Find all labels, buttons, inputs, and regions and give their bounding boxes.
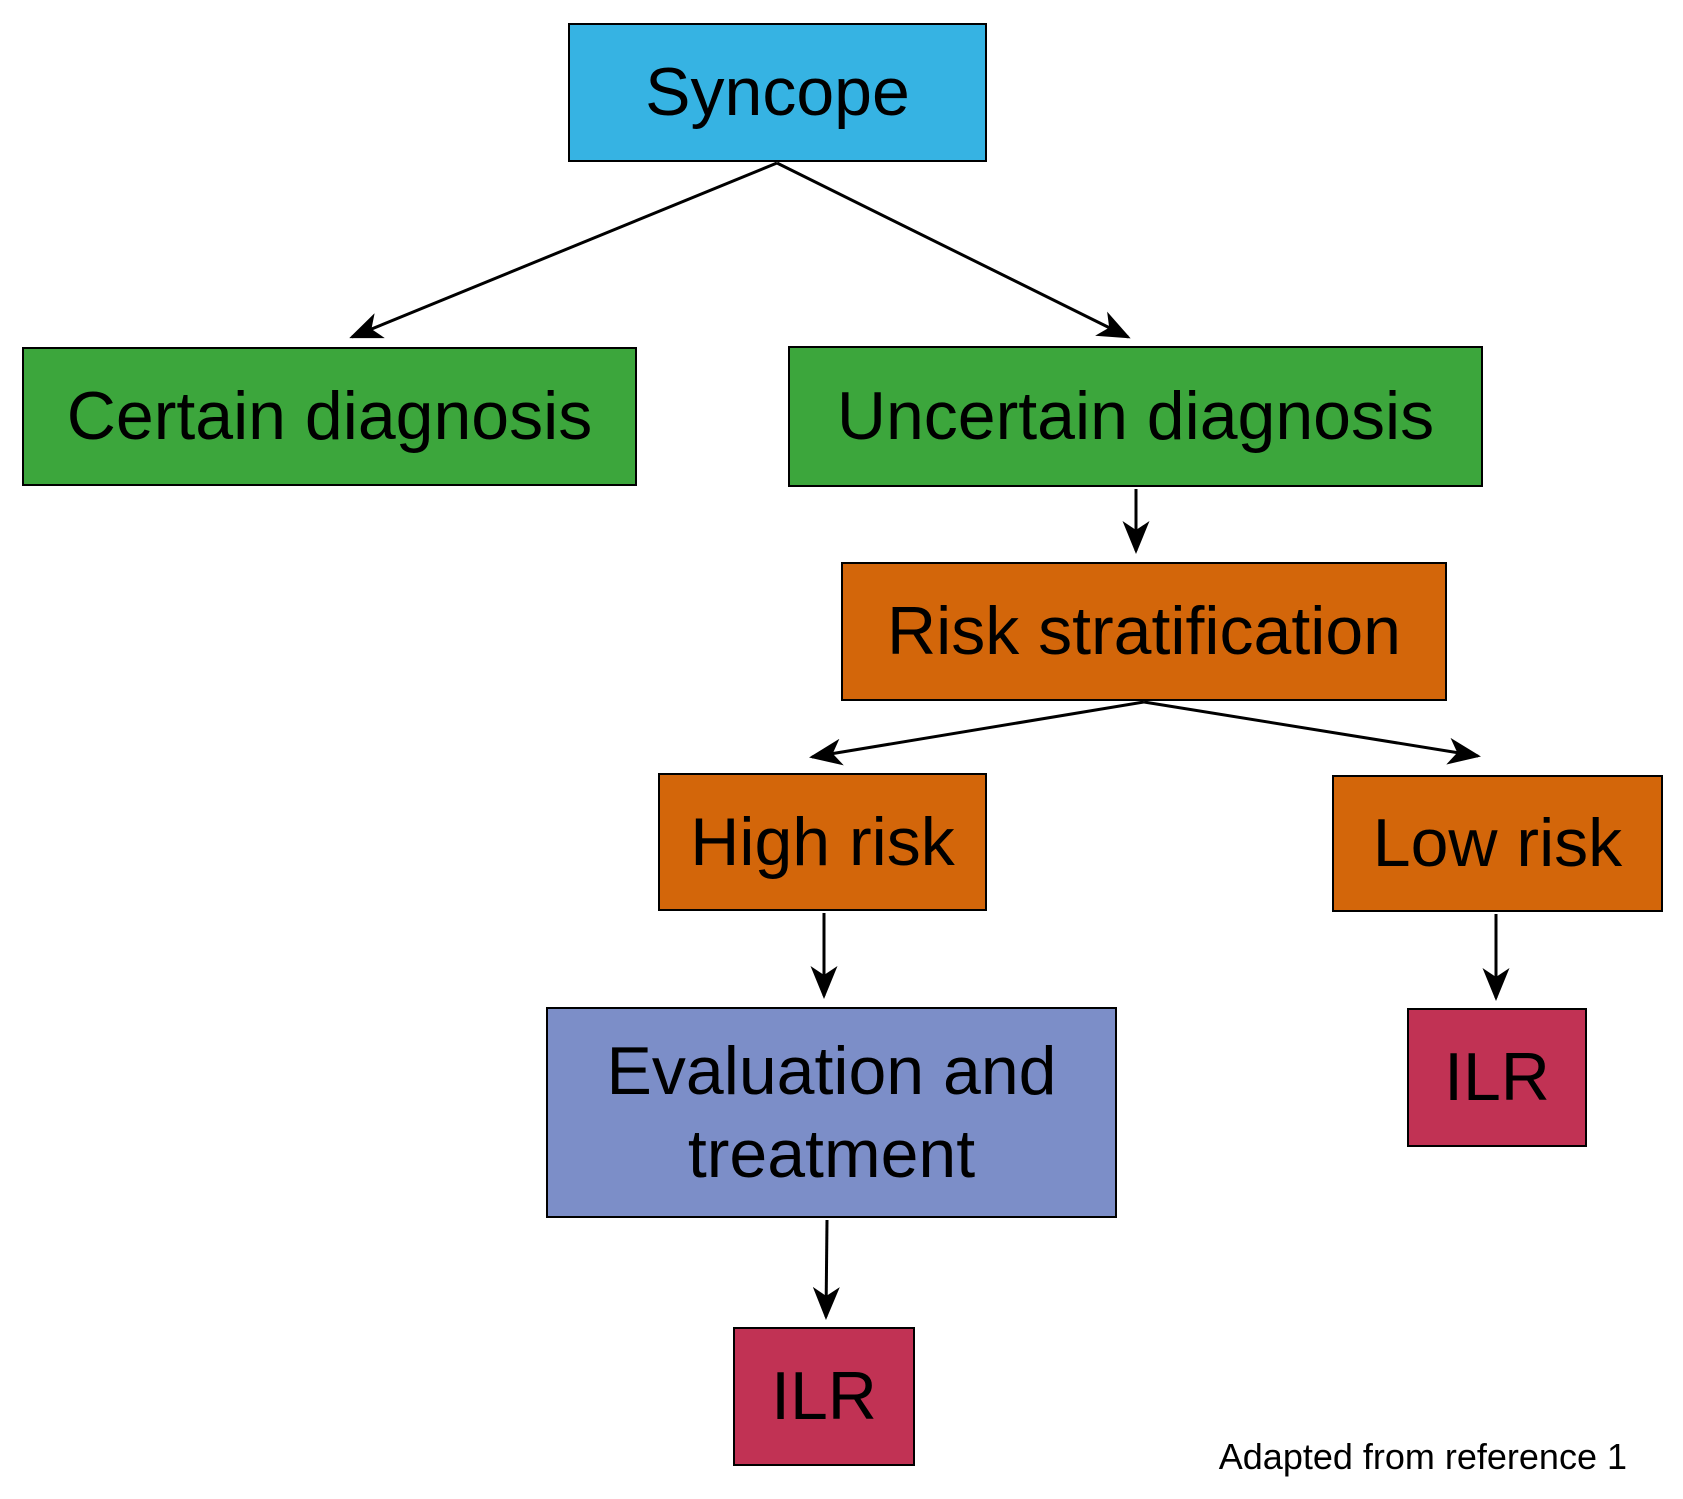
node-high-risk: High risk bbox=[658, 773, 987, 911]
node-syncope: Syncope bbox=[568, 23, 987, 162]
node-low-risk-label: Low risk bbox=[1372, 805, 1623, 882]
arrow-syncope-to-uncertain-diagnosis bbox=[776, 161, 1131, 339]
node-ilr-low-risk: ILR bbox=[1407, 1008, 1587, 1147]
node-ilr-after-evaluation: ILR bbox=[733, 1327, 915, 1466]
node-low-risk: Low risk bbox=[1332, 775, 1663, 912]
arrow-risk-stratification-to-low-risk bbox=[1143, 700, 1481, 765]
node-syncope-label: Syncope bbox=[645, 54, 910, 131]
node-certain-diagnosis: Certain diagnosis bbox=[22, 347, 637, 486]
node-risk-stratification: Risk stratification bbox=[841, 562, 1447, 701]
node-high-risk-label: High risk bbox=[690, 803, 955, 880]
node-certain-diagnosis-label: Certain diagnosis bbox=[66, 378, 593, 455]
arrow-risk-stratification-to-high-risk bbox=[809, 700, 1145, 766]
node-uncertain-diagnosis: Uncertain diagnosis bbox=[788, 346, 1483, 487]
node-evaluation-and-treatment: Evaluation and treatment bbox=[546, 1007, 1117, 1218]
node-ilr-low-risk-label: ILR bbox=[1444, 1039, 1550, 1116]
arrow-evaluation-to-ilr bbox=[812, 1219, 840, 1320]
node-evaluation-label-line1: Evaluation and bbox=[606, 1032, 1057, 1109]
node-evaluation-label-line2: treatment bbox=[687, 1115, 976, 1192]
node-uncertain-diagnosis-label: Uncertain diagnosis bbox=[836, 378, 1435, 455]
node-risk-stratification-label: Risk stratification bbox=[887, 593, 1401, 670]
figure-caption: Adapted from reference 1 bbox=[1218, 1436, 1627, 1477]
node-ilr-after-evaluation-label: ILR bbox=[771, 1358, 877, 1435]
arrow-syncope-to-certain-diagnosis bbox=[349, 161, 778, 339]
